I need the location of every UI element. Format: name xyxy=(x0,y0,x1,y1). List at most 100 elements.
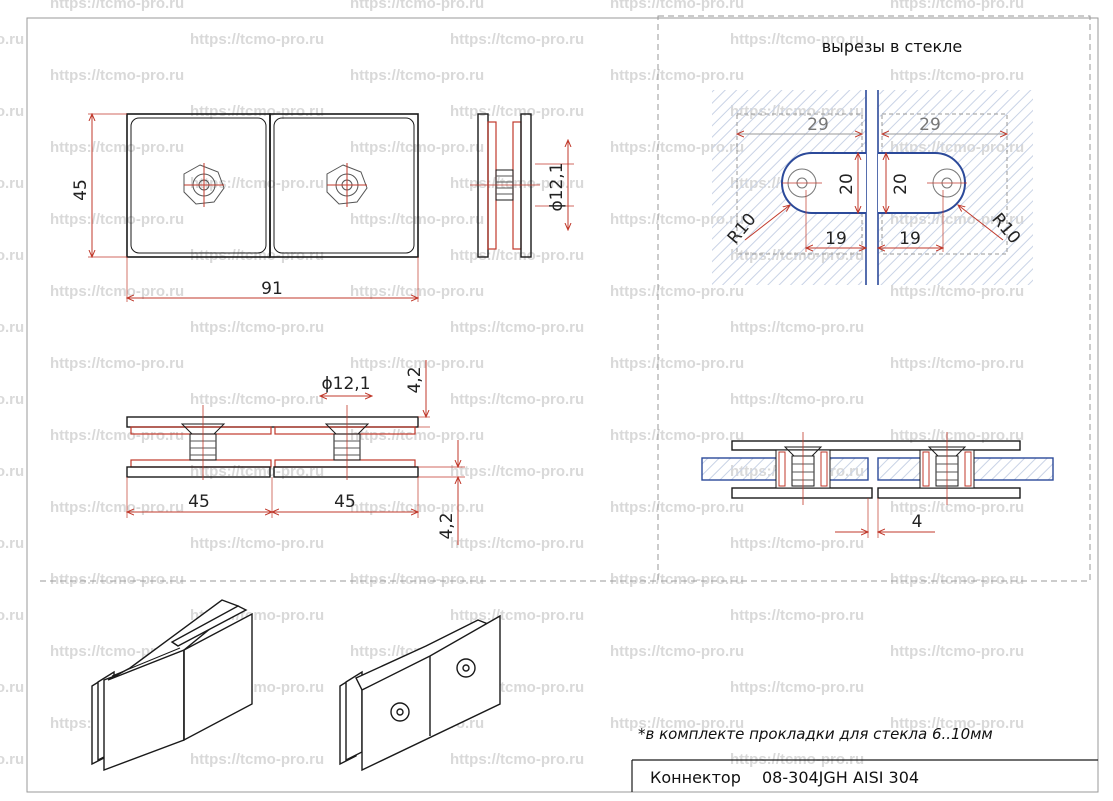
watermark-text: https://tcmo-pro.ru xyxy=(890,499,1024,516)
gasket-note: *в комплекте прокладки для стекла 6..10м… xyxy=(638,725,993,743)
watermark-text: https://tcmo-pro.ru xyxy=(730,679,864,696)
watermark-text: https://tcmo-pro.ru xyxy=(0,463,24,480)
watermark-text: https://tcmo-pro.ru xyxy=(350,139,484,156)
watermark-text: https://tcmo-pro.ru xyxy=(730,607,864,624)
watermark-text: https://tcmo-pro.ru xyxy=(890,355,1024,372)
watermark-text: https://tcmo-pro.ru xyxy=(450,391,584,408)
watermark-text: https://tcmo-pro.ru xyxy=(730,319,864,336)
cutout-panel-frame xyxy=(657,15,1091,582)
watermark-text: https://tcmo-pro.ru xyxy=(350,571,484,588)
watermark-text: https://tcmo-pro.ru xyxy=(450,463,584,480)
watermark-text: https://tcmo-pro.ru xyxy=(890,283,1024,300)
dim-thickness-bottom: 4,2 xyxy=(437,512,457,539)
watermark-text: https://tcmo-pro.ru xyxy=(610,355,744,372)
watermark-text: https://tcmo-pro.ru xyxy=(730,535,864,552)
watermark-text: https://tcmo-pro.ru xyxy=(610,139,744,156)
watermark-text: https://tcmo-pro.ru xyxy=(350,67,484,84)
watermark-text: https://tcmo-pro.ru xyxy=(450,607,584,624)
screw-left xyxy=(183,163,225,207)
watermark-text: https://tcmo-pro.ru xyxy=(610,0,744,12)
watermark-text: https://tcmo-pro.ru xyxy=(0,175,24,192)
dim-diameter-side: ϕ12,1 xyxy=(547,162,567,211)
watermark-text: https://tcmo-pro.ru xyxy=(190,31,324,48)
watermark-text: https://tcmo-pro.ru xyxy=(450,175,584,192)
watermark-text: https://tcmo-pro.ru xyxy=(0,103,24,120)
watermark-text: https://tcmo-pro.ru xyxy=(0,247,24,264)
dim-cut-29-left: 29 xyxy=(807,115,829,135)
watermark-text: https://tcmo-pro.ru xyxy=(190,103,324,120)
dim-cut-19-right: 19 xyxy=(899,229,921,249)
watermark-text: https://tcmo-pro.ru xyxy=(50,139,184,156)
watermark-text: https://tcmo-pro.ru xyxy=(0,319,24,336)
watermark-text: https://tcmo-pro.ru xyxy=(450,31,584,48)
watermark-text: https://tcmo-pro.ru xyxy=(0,751,24,768)
watermark-text: https://tcmo-pro.ru xyxy=(50,355,184,372)
watermark-text: https://tcmo-pro.ru xyxy=(350,0,484,12)
product-name: Коннектор xyxy=(650,768,741,787)
title-block: Коннектор 08-304JGH AISI 304 xyxy=(631,759,1098,792)
watermark-text: https://tcmo-pro.ru xyxy=(730,391,864,408)
assembly-section: 4 xyxy=(701,432,1054,538)
cutout-title: вырезы в стекле xyxy=(822,37,963,56)
watermark-text: https://tcmo-pro.ru xyxy=(610,427,744,444)
dim-cut-29-right: 29 xyxy=(919,115,941,135)
watermark-text: https://tcmo-pro.ru xyxy=(450,103,584,120)
watermark-text: https://tcmo-pro.ru xyxy=(0,607,24,624)
dim-thickness-top: 4,2 xyxy=(405,366,425,393)
watermark-text: https://tcmo-pro.ru xyxy=(450,535,584,552)
watermark-text: https://tcmo-pro.ru xyxy=(890,0,1024,12)
watermark-text: https://tcmo-pro.ru xyxy=(350,427,484,444)
dim-half-right: 45 xyxy=(334,492,356,512)
watermark-text: https://tcmo-pro.ru xyxy=(610,715,744,732)
watermark-text: https://tcmo-pro.ru xyxy=(450,319,584,336)
watermark-text: https://tcmo-pro.ru xyxy=(350,211,484,228)
dim-cut-20-left: 20 xyxy=(837,173,857,195)
watermark-text: https://tcmo-pro.ru xyxy=(50,499,184,516)
watermark-text: https://tcmo-pro.ru xyxy=(190,175,324,192)
dim-cut-19-left: 19 xyxy=(825,229,847,249)
watermark-text: https://tcmo-pro.ru xyxy=(610,283,744,300)
front-view: 45 91 xyxy=(71,114,418,302)
watermark-text: https://tcmo-pro.ru xyxy=(50,211,184,228)
watermark-text: https://tcmo-pro.ru xyxy=(890,715,1024,732)
isometric-view-right xyxy=(339,614,501,772)
watermark-text: https://tcmo-pro.ru xyxy=(890,643,1024,660)
sheet-frame xyxy=(26,17,1099,793)
watermark-text: https://tcmo-pro.ru xyxy=(350,355,484,372)
dim-height: 45 xyxy=(71,179,91,201)
dim-gap: 4 xyxy=(912,512,923,532)
watermark-text: https://tcmo-pro.ru xyxy=(0,679,24,696)
watermark-text: https://tcmo-pro.ru xyxy=(610,571,744,588)
watermark-text: https://tcmo-pro.ru xyxy=(0,535,24,552)
watermark-text: https://tcmo-pro.ru xyxy=(890,571,1024,588)
dim-cut-20-right: 20 xyxy=(891,173,911,195)
isometric-view-left xyxy=(91,599,253,772)
watermark-text: https://tcmo-pro.ru xyxy=(450,247,584,264)
watermark-text: https://tcmo-pro.ru xyxy=(610,211,744,228)
watermark-text: https://tcmo-pro.ru xyxy=(190,751,324,768)
watermark-text: https://tcmo-pro.ru xyxy=(350,283,484,300)
watermark-text: https://tcmo-pro.ru xyxy=(610,643,744,660)
watermark-text: https://tcmo-pro.ru xyxy=(0,391,24,408)
dim-width: 91 xyxy=(261,279,283,299)
watermark-text: https://tcmo-pro.ru xyxy=(0,31,24,48)
product-code: 08-304JGH AISI 304 xyxy=(762,768,919,787)
watermark-text: https://tcmo-pro.ru xyxy=(50,571,184,588)
cutout-panel: вырезы в стекле 29 29 20 20 19 19 xyxy=(712,37,1033,285)
watermark-text: https://tcmo-pro.ru xyxy=(730,31,864,48)
screw-right xyxy=(326,163,368,207)
section-view: ϕ12,1 4,2 4,2 45 45 xyxy=(127,360,465,545)
dim-diameter-section: ϕ12,1 xyxy=(321,374,370,394)
watermark-text: https://tcmo-pro.ru xyxy=(190,535,324,552)
watermark-text: https://tcmo-pro.ru xyxy=(610,499,744,516)
dim-half-left: 45 xyxy=(188,492,210,512)
watermark-text: https://tcmo-pro.ru xyxy=(50,67,184,84)
watermark-text: https://tcmo-pro.ru xyxy=(890,427,1024,444)
watermark-text: https://tcmo-pro.ru xyxy=(50,0,184,12)
watermark-text: https://tcmo-pro.ru xyxy=(190,391,324,408)
watermark-text: https://tcmo-pro.ru xyxy=(610,67,744,84)
watermark-text: https://tcmo-pro.ru xyxy=(890,67,1024,84)
side-view: ϕ12,1 xyxy=(470,113,574,258)
watermark-text: https://tcmo-pro.ru xyxy=(450,751,584,768)
